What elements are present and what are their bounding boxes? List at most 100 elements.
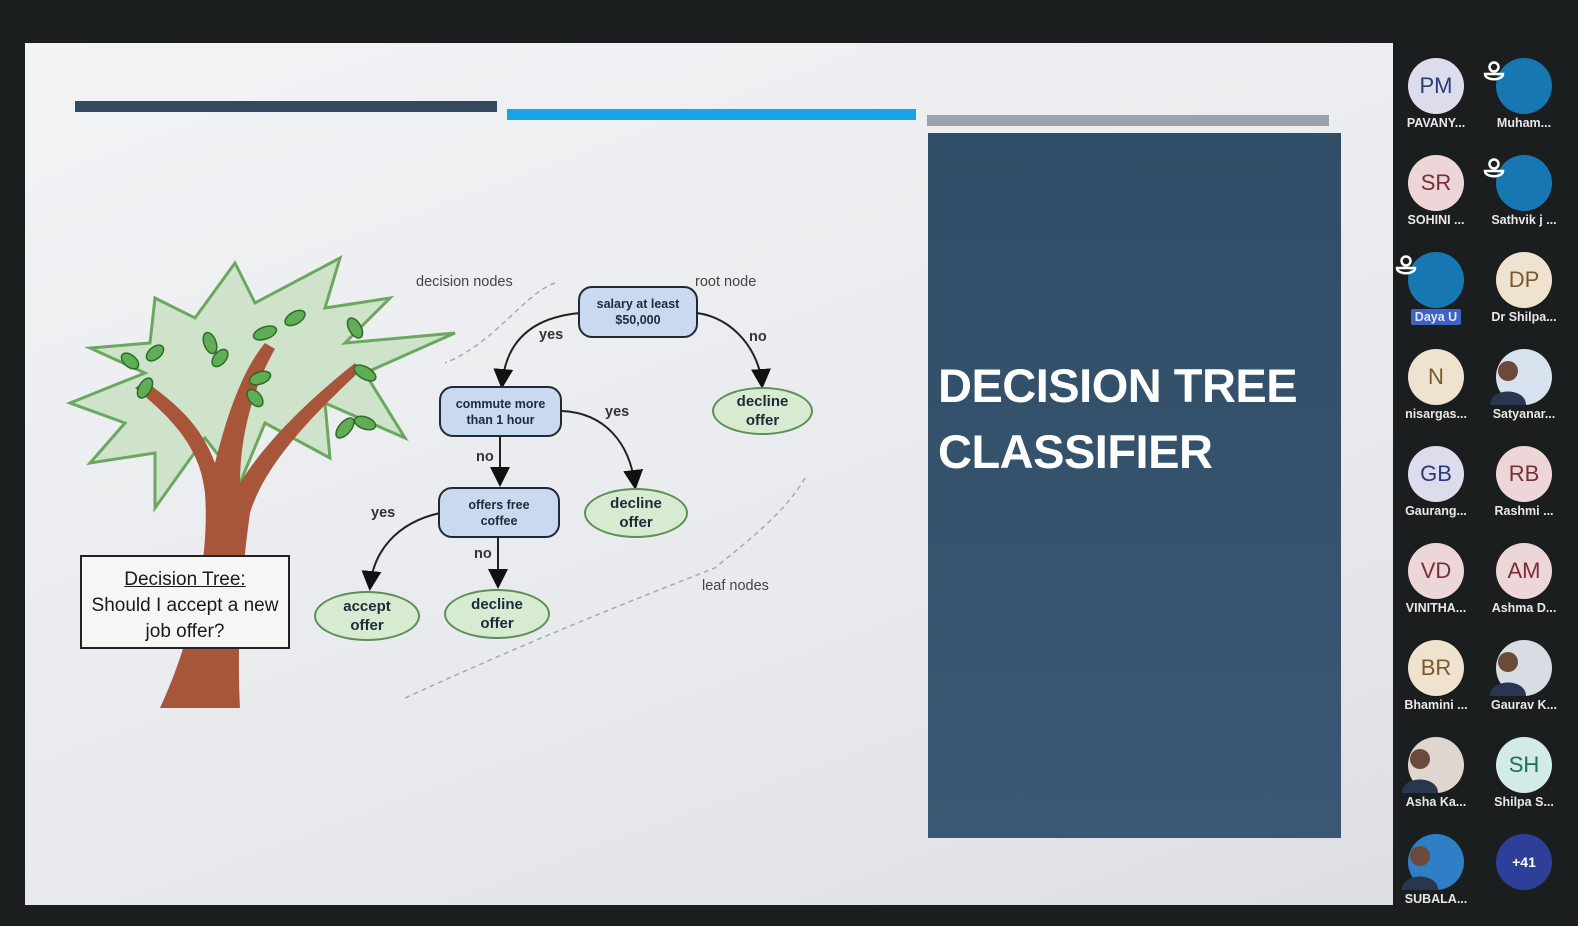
- participant-name: VINITHA...: [1405, 601, 1467, 615]
- bracket-lines: [404, 282, 806, 699]
- participant-name: Dr Shilpa...: [1491, 310, 1557, 324]
- leaf-nodes-label: leaf nodes: [702, 578, 769, 594]
- avatar: DP: [1496, 252, 1552, 308]
- title-line: CLASSIFIER: [938, 425, 1213, 478]
- decline-offer-leaf: decline offer: [712, 387, 813, 435]
- root-node-label: root node: [695, 274, 757, 290]
- node-text: offers free: [468, 497, 530, 512]
- participant-tile[interactable]: GB Gaurang...: [1392, 446, 1480, 518]
- edge-label: no: [474, 546, 492, 562]
- participant-name: Shilpa S...: [1494, 795, 1554, 809]
- avatar-photo: [1490, 640, 1552, 696]
- decision-tree-sign: Decision Tree: Should I accept a new job…: [80, 555, 290, 649]
- node-text: offer: [619, 514, 653, 531]
- avatar-photo: [1490, 349, 1552, 405]
- participant-name: Asha Ka...: [1405, 795, 1467, 809]
- avatar: BR: [1408, 640, 1464, 696]
- participant-tile[interactable]: SH Shilpa S...: [1480, 737, 1568, 809]
- header-bar-dark: [75, 101, 497, 112]
- edge-label: no: [476, 449, 494, 465]
- node-text: salary at least: [596, 297, 680, 311]
- edge-label: no: [749, 329, 767, 345]
- participant-name: SOHINI ...: [1407, 213, 1465, 227]
- avatar: GB: [1408, 446, 1464, 502]
- participant-tile[interactable]: BR Bhamini ...: [1392, 640, 1480, 712]
- participant-name: Muham...: [1496, 116, 1552, 130]
- participant-name: Gaurav K...: [1491, 698, 1557, 712]
- participant-name: Daya U: [1410, 309, 1462, 325]
- participant-tile[interactable]: +41: [1480, 834, 1568, 892]
- participant-tile[interactable]: SR SOHINI ...: [1392, 155, 1480, 227]
- edge-label: yes: [605, 404, 630, 420]
- node-text: offer: [480, 615, 514, 632]
- participant-name: Rashmi ...: [1494, 504, 1554, 518]
- participant-name: nisargas...: [1405, 407, 1467, 421]
- participant-tile[interactable]: Daya U: [1392, 252, 1480, 325]
- avatar: RB: [1496, 446, 1552, 502]
- participant-tile[interactable]: Asha Ka...: [1392, 737, 1480, 809]
- participant-tile[interactable]: AM Ashma D...: [1480, 543, 1568, 615]
- node-text: accept: [343, 598, 391, 615]
- header-bar-gray: [927, 115, 1329, 126]
- decline-offer-leaf: decline offer: [444, 589, 550, 639]
- avatar: VD: [1408, 543, 1464, 599]
- participant-tile[interactable]: Muham...: [1480, 58, 1568, 130]
- avatar: N: [1408, 349, 1464, 405]
- avatar: SH: [1496, 737, 1552, 793]
- person-icon: [1395, 252, 1464, 308]
- node-text: decline: [610, 495, 662, 512]
- title-panel: DECISION TREE CLASSIFIER: [928, 133, 1341, 838]
- node-text: $50,000: [615, 313, 661, 327]
- participant-name: Ashma D...: [1491, 601, 1557, 615]
- node-text: decline: [736, 393, 789, 410]
- edge-label: yes: [539, 327, 564, 343]
- sign-title: Decision Tree:: [124, 569, 246, 590]
- node-text: decline: [471, 596, 523, 613]
- participant-name: SUBALA...: [1404, 892, 1468, 906]
- participant-name: Gaurang...: [1405, 504, 1467, 518]
- accept-offer-leaf: accept offer: [314, 591, 420, 641]
- presentation-slide: decision nodes root node leaf nodes sala…: [25, 43, 1393, 905]
- participant-tile[interactable]: Satyanar...: [1480, 349, 1568, 421]
- participant-name: Bhamini ...: [1404, 698, 1468, 712]
- participant-tile[interactable]: Sathvik j ...: [1480, 155, 1568, 227]
- participant-tile[interactable]: SUBALA...: [1392, 834, 1480, 906]
- participant-tile[interactable]: PM PAVANY...: [1392, 58, 1480, 130]
- tree-edges: [361, 312, 771, 591]
- decision-nodes-label: decision nodes: [416, 274, 513, 290]
- participant-tile[interactable]: RB Rashmi ...: [1480, 446, 1568, 518]
- node-text: commute more: [455, 396, 546, 411]
- avatar: SR: [1408, 155, 1464, 211]
- avatar-photo: [1402, 737, 1464, 793]
- avatar-photo: [1402, 834, 1464, 890]
- sign-text: job offer?: [145, 621, 225, 642]
- root-node: salary at least $50,000: [578, 286, 698, 338]
- sign-text: Should I accept a new: [91, 595, 279, 616]
- edge-label: yes: [371, 505, 396, 521]
- header-bar-blue: [507, 109, 916, 120]
- person-icon: [1483, 58, 1552, 114]
- participant-tile[interactable]: VD VINITHA...: [1392, 543, 1480, 615]
- participant-tile[interactable]: Gaurav K...: [1480, 640, 1568, 712]
- avatar: AM: [1496, 543, 1552, 599]
- avatar: PM: [1408, 58, 1464, 114]
- title-line: DECISION TREE: [938, 359, 1298, 412]
- decline-offer-leaf: decline offer: [584, 488, 688, 538]
- more-participants-button[interactable]: +41: [1496, 834, 1552, 890]
- tree-illustration: [65, 254, 456, 708]
- node-text: offer: [350, 617, 384, 634]
- participant-name: Sathvik j ...: [1491, 213, 1557, 227]
- node-text: than 1 hour: [466, 412, 535, 427]
- participant-tile[interactable]: DP Dr Shilpa...: [1480, 252, 1568, 324]
- participant-name: Satyanar...: [1492, 407, 1556, 421]
- tree-trunk: [135, 343, 360, 708]
- tree-diagram: [65, 254, 806, 708]
- node-text: coffee: [480, 513, 518, 528]
- participant-name: PAVANY...: [1406, 116, 1466, 130]
- slide-title: DECISION TREE CLASSIFIER: [938, 353, 1298, 485]
- node-text: offer: [745, 412, 780, 429]
- person-icon: [1483, 155, 1552, 211]
